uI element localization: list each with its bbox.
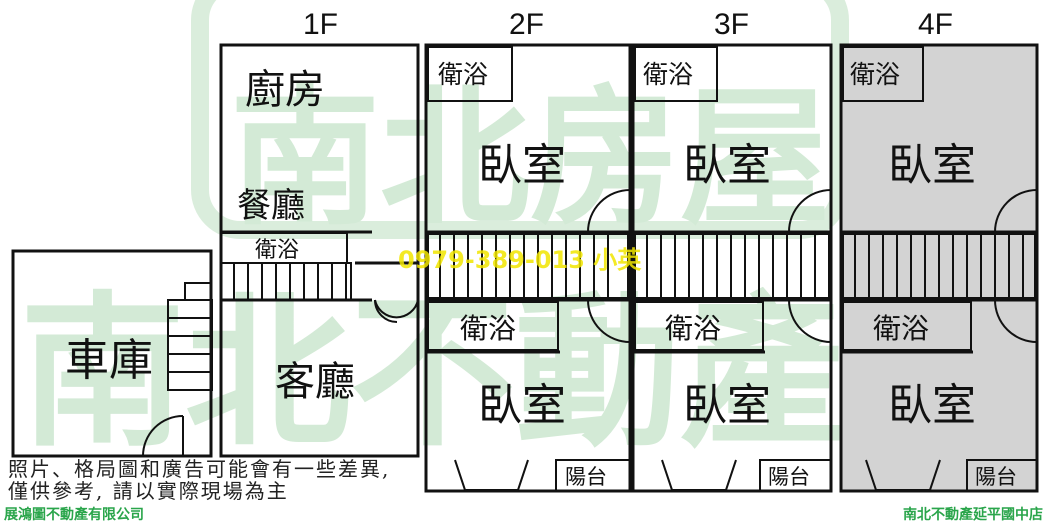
floor-1-bath-label: 衛浴 (255, 238, 299, 263)
contact-phone: 0979-389-013 小英 (398, 246, 642, 274)
floor-2-bath-bottom-label: 衛浴 (460, 312, 516, 345)
garage-label: 車庫 (65, 335, 153, 386)
garage-plan: 車庫 (11, 249, 213, 458)
floor-label-3f: 3F (714, 8, 749, 41)
floor-4-bedroom-bottom-label: 臥室 (888, 380, 976, 431)
disclaimer-line-1: 照片、格局圖和廣告可能會有一些差異, (8, 457, 391, 481)
floor-3-bedroom-top-label: 臥室 (683, 140, 771, 191)
floor-1-plan: 衛浴 廚房 餐廳 客廳 (219, 43, 420, 458)
stair-treads (233, 263, 347, 300)
disclaimer-line-2: 僅供參考, 請以實際現場為主 (8, 479, 289, 503)
floor-3-plan: 衛浴 臥室 衛浴 臥室 陽台 (631, 43, 833, 493)
floor-4-bedroom-top-label: 臥室 (888, 140, 976, 191)
floor-1-kitchen-label: 廚房 (245, 67, 325, 113)
floor-label-1f: 1F (303, 8, 338, 41)
disclaimer: 照片、格局圖和廣告可能會有一些差異, 僅供參考, 請以實際現場為主 (8, 458, 390, 502)
stair-treads (854, 234, 1024, 298)
floor-2-balcony-label: 陽台 (565, 465, 607, 489)
floor-1-dining-label: 餐廳 (237, 186, 305, 226)
floor-label-4f: 4F (918, 8, 953, 41)
footer-company-left: 展鴻圖不動產有限公司 (4, 507, 144, 523)
watermark: 南北房屋 南北不動產 (20, 0, 849, 469)
floor-label-2f: 2F (509, 8, 544, 41)
floor-3-balcony-label: 陽台 (768, 465, 810, 489)
floor-3-bath-bottom-label: 衛浴 (665, 312, 721, 345)
watermark-top-text: 南北房屋 (230, 72, 830, 246)
floor-4-plan: 衛浴 臥室 衛浴 臥室 陽台 (839, 43, 1039, 493)
floor-2-bedroom-top-label: 臥室 (478, 140, 566, 191)
floor-3-bath-top-label: 衛浴 (643, 60, 693, 89)
floor-1-living-label: 客廳 (275, 359, 355, 405)
floor-3-bedroom-bottom-label: 臥室 (683, 380, 771, 431)
stair-treads (439, 234, 609, 298)
footer-company-right: 南北不動產延平國中店 (903, 507, 1043, 523)
floor-4-bath-top-label: 衛浴 (850, 60, 900, 89)
floor-2-plan: 衛浴 臥室 衛浴 臥室 陽台 (424, 43, 632, 493)
floor-2-bedroom-bottom-label: 臥室 (478, 380, 566, 431)
floor-2-bath-top-label: 衛浴 (438, 60, 488, 89)
floor-4-bath-bottom-label: 衛浴 (873, 312, 929, 345)
floor-4-balcony-label: 陽台 (975, 465, 1017, 489)
stair-treads (646, 234, 816, 298)
watermark-bottom-text: 南北不動產 (20, 277, 845, 469)
